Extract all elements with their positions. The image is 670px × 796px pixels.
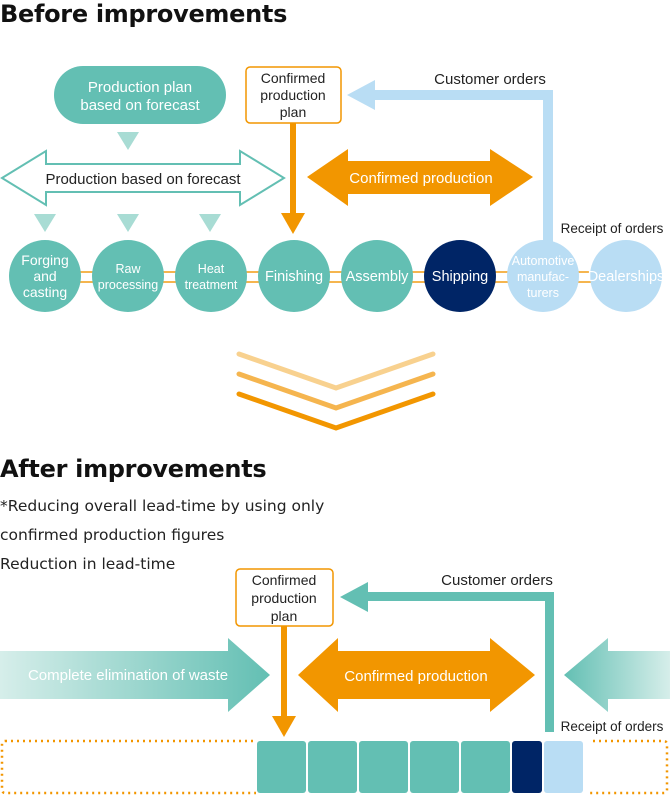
waste-elimination-label: Complete elimination of waste — [28, 667, 228, 684]
stage-circle: Automotive manufac-turers — [507, 240, 579, 312]
confirmed-plan-box-after: Confirmed production plan — [235, 568, 334, 627]
confirmed-production-label-after: Confirmed production — [344, 668, 487, 685]
customer-orders-arrow-before — [347, 80, 553, 245]
waste-elimination-arrow: Complete elimination of waste — [0, 638, 270, 712]
after-note-line1: *Reducing overall lead-time by using onl… — [0, 497, 325, 515]
stage-connector-lines — [40, 271, 640, 283]
stage-circle: Dealerships — [588, 240, 665, 312]
svg-text:plan: plan — [280, 104, 306, 120]
stage-label: turers — [527, 286, 559, 300]
customer-orders-arrow-after — [340, 582, 554, 732]
process-block — [512, 741, 542, 793]
stage-label: Automotive — [512, 254, 575, 268]
stage-circle: Finishing — [258, 240, 330, 312]
process-block — [544, 741, 583, 793]
svg-text:plan: plan — [271, 608, 297, 624]
stage-label: Forging — [21, 252, 68, 268]
svg-text:production: production — [260, 87, 325, 103]
forecast-plan-line2: based on forecast — [80, 97, 200, 114]
down-triangle-icon — [199, 214, 221, 232]
svg-text:Confirmed: Confirmed — [261, 70, 326, 86]
forecast-production-label: Production based on forecast — [45, 171, 241, 188]
process-blocks — [257, 741, 583, 793]
stage-label: manufac- — [517, 270, 569, 284]
customer-orders-label-after: Customer orders — [441, 572, 553, 589]
forecast-plan-line1: Production plan — [88, 79, 192, 96]
after-note-line2: confirmed production figures — [0, 526, 225, 544]
svg-text:production: production — [251, 590, 316, 606]
stage-circle: Raw processing — [92, 240, 164, 312]
stage-label: Shipping — [432, 269, 488, 285]
stage-label: and — [33, 268, 56, 284]
stage-label: Finishing — [265, 269, 323, 285]
process-block — [257, 741, 306, 793]
confirmed-plan-box-before: Confirmed production plan — [245, 66, 342, 124]
down-triangle-icon — [34, 214, 56, 232]
stage-label: Heat — [198, 262, 225, 276]
stage-label: Raw — [115, 262, 141, 276]
after-note-line3: Reduction in lead-time — [0, 555, 176, 573]
process-block — [410, 741, 459, 793]
stage-circle: Shipping — [424, 240, 496, 312]
chevron-down-icon — [236, 351, 436, 431]
waste-elimination-arrow-right — [564, 638, 670, 712]
before-title: Before improvements — [0, 0, 288, 28]
forecast-production-arrow: Production based on forecast — [0, 149, 286, 207]
svg-text:Confirmed: Confirmed — [252, 572, 317, 588]
stage-label: processing — [98, 278, 158, 292]
stage-circle: Assembly — [341, 240, 413, 312]
confirmed-production-label: Confirmed production — [349, 170, 492, 187]
confirmed-production-arrow-before: Confirmed production — [307, 149, 533, 206]
down-triangle-icon — [117, 132, 139, 150]
customer-orders-label-before: Customer orders — [434, 71, 546, 88]
down-triangle-icon — [117, 214, 139, 232]
process-block — [461, 741, 510, 793]
forecast-plan-pill: Production plan based on forecast — [54, 66, 226, 124]
after-title: After improvements — [0, 455, 267, 483]
confirmed-production-arrow-after: Confirmed production — [298, 638, 535, 712]
stage-label: treatment — [185, 278, 238, 292]
stage-label: Assembly — [346, 269, 410, 285]
receipt-of-orders-label-before: Receipt of orders — [561, 221, 664, 236]
confirmed-plan-down-arrow — [281, 123, 305, 234]
process-block — [308, 741, 357, 793]
stage-label: Dealerships — [588, 269, 665, 285]
stage-circle: Heat treatment — [175, 240, 247, 312]
confirmed-plan-down-arrow-after — [272, 626, 296, 737]
stage-label: casting — [23, 284, 67, 300]
receipt-of-orders-label-after: Receipt of orders — [561, 719, 664, 734]
process-block — [359, 741, 408, 793]
